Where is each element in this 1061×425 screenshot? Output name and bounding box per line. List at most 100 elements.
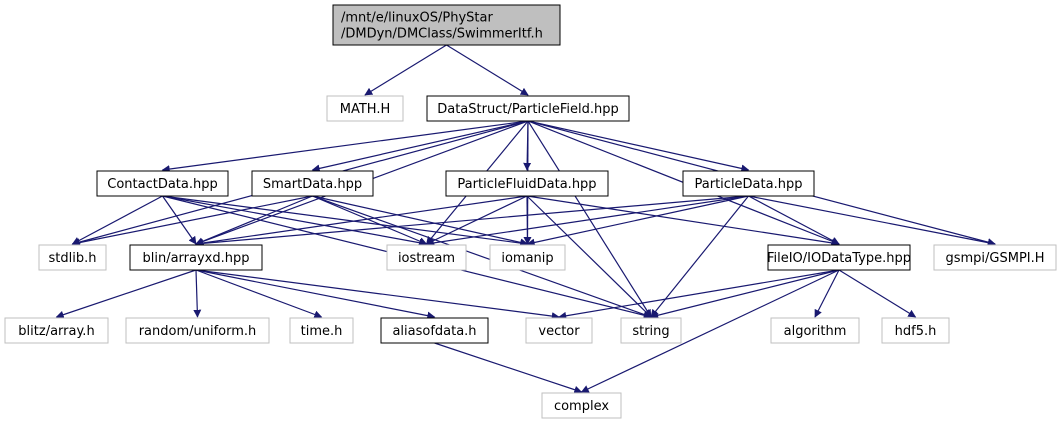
- node-random: random/uniform.h: [125, 317, 270, 344]
- node-box-hdf5: [881, 317, 950, 344]
- node-label-string: string: [632, 324, 669, 339]
- edge-swimmer-to-particlefield: [446, 44, 529, 96]
- edge-fileio-to-hdf5: [838, 269, 917, 318]
- node-box-fileio: [767, 244, 911, 271]
- edge-blinarray-to-random: [193, 269, 202, 318]
- node-complex: complex: [541, 392, 622, 419]
- node-string: string: [620, 317, 682, 344]
- edge-blinarray-to-vector: [195, 269, 560, 321]
- node-label-aliasofdata: aliasofdata.h: [392, 324, 476, 339]
- node-contactdata[interactable]: ContactData.hpp: [96, 170, 229, 197]
- node-hdf5: hdf5.h: [881, 317, 950, 344]
- node-smartdata[interactable]: SmartData.hpp: [251, 170, 374, 197]
- edge-particlefluiddata-to-string: [526, 195, 652, 318]
- edge-particledata-to-iostream: [425, 195, 749, 247]
- node-label-particlefield: DataStruct/ParticleField.hpp: [437, 102, 619, 117]
- edge-fileio-to-complex: [580, 269, 840, 393]
- node-box-math: [326, 95, 404, 122]
- edge-contactdata-to-stdlib: [71, 195, 163, 245]
- node-box-string: [620, 317, 682, 344]
- node-box-smartdata: [251, 170, 374, 197]
- node-box-complex: [541, 392, 622, 419]
- node-box-iostream: [386, 244, 467, 271]
- node-swimmer: /mnt/e/linuxOS/PhyStar/DMDyn/DMClass/Swi…: [332, 4, 561, 46]
- node-box-gsmpi: [933, 244, 1057, 271]
- edge-smartdata-to-blinarray: [195, 195, 313, 245]
- edge-particlefield-to-particledata: [527, 120, 750, 173]
- node-vector: vector: [525, 317, 593, 344]
- edge-particlefield-to-contactdata: [161, 120, 529, 174]
- node-box-random: [125, 317, 270, 344]
- node-algorithm: algorithm: [770, 317, 860, 344]
- edge-aliasofdata-to-complex: [434, 342, 583, 394]
- edge-particledata-to-blinarray: [195, 195, 749, 248]
- edge-contactdata-to-iostream: [162, 195, 428, 247]
- edge-contactdata-to-iomanip: [162, 195, 529, 248]
- edge-particledata-to-iomanip: [526, 195, 749, 247]
- node-box-vector: [525, 317, 593, 344]
- node-label-vector: vector: [538, 324, 580, 339]
- node-box-particledata: [682, 170, 815, 197]
- edge-particledata-to-gsmpi: [748, 195, 996, 247]
- node-box-stdlib: [38, 244, 107, 271]
- node-label-hdf5: hdf5.h: [895, 324, 937, 339]
- node-iostream: iostream: [386, 244, 467, 271]
- node-label-stdlib: stdlib.h: [49, 251, 97, 266]
- node-box-iomanip: [489, 244, 566, 271]
- edge-blinarray-to-blitz: [55, 269, 197, 319]
- node-box-particlefield: [426, 95, 630, 122]
- node-stdlib: stdlib.h: [38, 244, 107, 271]
- node-label-particledata: ParticleData.hpp: [695, 177, 803, 192]
- node-label-gsmpi: gsmpi/GSMPI.H: [945, 251, 1044, 266]
- edge-smartdata-to-iomanip: [312, 195, 529, 247]
- edge-contactdata-to-blinarray: [162, 195, 197, 245]
- node-box-aliasofdata: [380, 317, 489, 344]
- node-label-random: random/uniform.h: [139, 324, 257, 339]
- edge-particlefluiddata-to-fileio: [526, 195, 840, 247]
- edge-particlefield-to-string: [527, 120, 652, 318]
- edge-blinarray-to-time: [195, 269, 323, 319]
- node-label-iomanip: iomanip: [501, 251, 553, 266]
- edge-smartdata-to-stdlib: [71, 195, 313, 247]
- node-label-math: MATH.H: [340, 102, 391, 117]
- node-particlefluiddata[interactable]: ParticleFluidData.hpp: [445, 170, 609, 197]
- node-fileio[interactable]: FileIO/IODataType.hpp: [767, 244, 911, 271]
- node-particledata[interactable]: ParticleData.hpp: [682, 170, 815, 197]
- node-box-time: [289, 317, 354, 344]
- node-math: MATH.H: [326, 95, 404, 122]
- node-particlefield[interactable]: DataStruct/ParticleField.hpp: [426, 95, 630, 122]
- edge-fileio-to-algorithm: [814, 269, 840, 318]
- edge-particledata-to-fileio: [748, 195, 840, 245]
- edge-smartdata-to-iostream: [312, 195, 428, 245]
- node-label-contactdata: ContactData.hpp: [107, 177, 218, 192]
- edge-particlefluiddata-to-blinarray: [195, 195, 528, 247]
- edge-fileio-to-string: [650, 269, 840, 320]
- edge-particledata-to-string: [650, 195, 749, 318]
- node-aliasofdata[interactable]: aliasofdata.h: [380, 317, 489, 344]
- node-box-swimmer: [332, 4, 561, 46]
- node-label-particlefluiddata: ParticleFluidData.hpp: [457, 177, 596, 192]
- node-box-particlefluiddata: [445, 170, 609, 197]
- edge-particlefield-to-smartdata: [311, 120, 529, 173]
- node-label-swimmer-line-1: /mnt/e/linuxOS/PhyStar: [341, 11, 493, 26]
- edge-smartdata-to-string: [312, 195, 652, 319]
- node-time: time.h: [289, 317, 354, 344]
- node-box-blinarray: [129, 244, 263, 271]
- node-blitz: blitz/array.h: [4, 317, 109, 344]
- node-box-algorithm: [770, 317, 860, 344]
- node-label-algorithm: algorithm: [784, 324, 847, 339]
- node-gsmpi: gsmpi/GSMPI.H: [933, 244, 1057, 271]
- node-label-iostream: iostream: [398, 251, 455, 266]
- node-blinarray[interactable]: blin/arrayxd.hpp: [129, 244, 263, 271]
- node-label-blinarray: blin/arrayxd.hpp: [142, 251, 249, 266]
- edge-fileio-to-vector: [558, 269, 840, 320]
- nodes-layer: /mnt/e/linuxOS/PhyStar/DMDyn/DMClass/Swi…: [4, 4, 1057, 419]
- edge-swimmer-to-math: [364, 44, 447, 96]
- node-label-time: time.h: [301, 324, 343, 339]
- node-box-blitz: [4, 317, 109, 344]
- node-label-fileio: FileIO/IODataType.hpp: [767, 251, 911, 266]
- node-label-smartdata: SmartData.hpp: [263, 177, 362, 192]
- node-label-complex: complex: [554, 399, 609, 414]
- node-label-blitz: blitz/array.h: [18, 324, 94, 339]
